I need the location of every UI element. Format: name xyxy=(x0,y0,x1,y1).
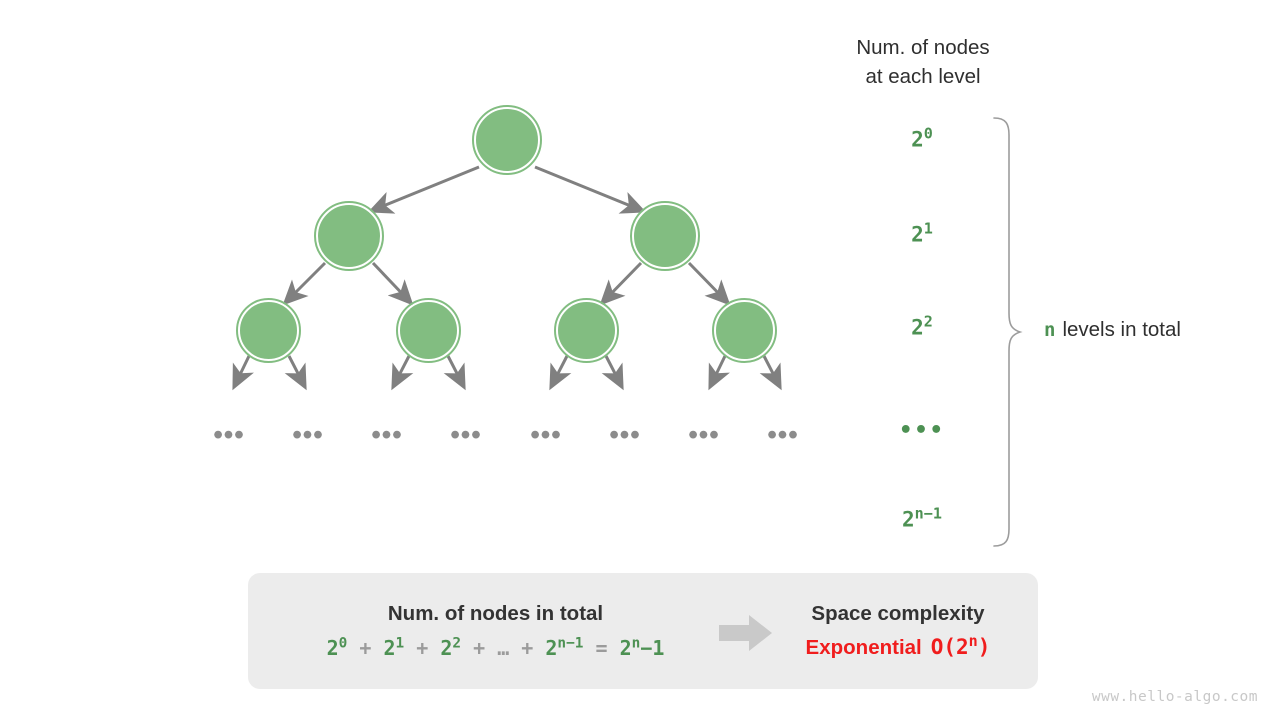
tree-ellipsis-3: ••• xyxy=(450,419,482,450)
tree-node-root[interactable] xyxy=(472,105,542,175)
tree-ellipsis-6: ••• xyxy=(688,419,720,450)
big-o-exp: n xyxy=(968,632,978,650)
level-count-1: 21 xyxy=(822,221,1022,247)
level-count-ellipsis: ••• xyxy=(822,420,1022,442)
tree-node-l1-1[interactable] xyxy=(630,201,700,271)
formula-op-9: = xyxy=(595,635,608,660)
tree-ellipsis-0: ••• xyxy=(213,419,245,450)
formula-op-6: … xyxy=(497,635,510,660)
watermark: www.hello-algo.com xyxy=(1091,689,1258,705)
formula-op-5: + xyxy=(473,635,486,660)
tree-node-l1-0[interactable] xyxy=(314,201,384,271)
column-header-line-2: at each level xyxy=(865,65,981,88)
level-count-ellipsis-glyph: ••• xyxy=(899,418,945,443)
levels-n-symbol: n xyxy=(1044,319,1056,341)
formula-term-10: 2 xyxy=(619,635,632,660)
levels-in-total-annotation: n levels in total xyxy=(1044,316,1181,344)
level-count-0-base: 2 xyxy=(911,127,924,152)
summary-panel: Num. of nodes in total 20 + 21 + 22 + … … xyxy=(248,573,1038,689)
tree-node-l2-3[interactable] xyxy=(712,298,777,363)
formula-term-4: 2 xyxy=(440,635,453,660)
complexity-verdict: Exponential xyxy=(805,636,922,659)
tree-node-l2-2[interactable] xyxy=(554,298,619,363)
level-count-2: 22 xyxy=(822,314,1022,340)
formula-op-3: + xyxy=(416,635,429,660)
space-complexity-value: Exponential O(2n) xyxy=(805,632,991,659)
level-count-0-exp: 0 xyxy=(923,124,933,143)
levels-brace xyxy=(993,117,1023,547)
implies-arrow-icon xyxy=(719,615,772,651)
level-count-1-exp: 1 xyxy=(923,219,933,238)
level-count-2-exp: 2 xyxy=(923,312,933,331)
formula-term-2: 2 xyxy=(383,635,396,660)
formula-term-10-exp: n xyxy=(631,635,641,652)
tree-node-l2-1[interactable] xyxy=(396,298,461,363)
tree-ellipsis-4: ••• xyxy=(530,419,562,450)
formula-term-2-exp: 1 xyxy=(395,635,405,652)
summary-right-section: Space complexity Exponential O(2n) xyxy=(778,573,1018,689)
level-count-last-exp: n−1 xyxy=(914,504,942,523)
total-nodes-title: Num. of nodes in total xyxy=(387,602,604,626)
space-complexity-title: Space complexity xyxy=(811,601,985,625)
level-count-last: 2n−1 xyxy=(822,506,1022,532)
column-header-line-1: Num. of nodes xyxy=(856,36,990,59)
level-count-1-base: 2 xyxy=(911,222,924,247)
formula-term-8: 2 xyxy=(545,635,558,660)
formula-op-7: + xyxy=(521,635,534,660)
tree-ellipsis-2: ••• xyxy=(371,419,403,450)
formula-term-4-exp: 2 xyxy=(452,635,462,652)
summary-left-section: Num. of nodes in total 20 + 21 + 22 + … … xyxy=(268,573,723,689)
tree-ellipsis-7: ••• xyxy=(767,419,799,450)
big-o-close: ) xyxy=(977,635,991,659)
tree-node-l2-0[interactable] xyxy=(236,298,301,363)
level-count-2-base: 2 xyxy=(911,315,924,340)
formula-term-10-suffix: −1 xyxy=(640,635,665,660)
formula-op-1: + xyxy=(359,635,372,660)
formula-term-8-exp: n−1 xyxy=(557,635,584,652)
tree-ellipsis-1: ••• xyxy=(292,419,324,450)
tree-ellipsis-5: ••• xyxy=(609,419,641,450)
level-count-0: 20 xyxy=(822,126,1022,152)
column-header: Num. of nodes at each level xyxy=(800,33,1046,91)
formula-term-0-exp: 0 xyxy=(338,635,348,652)
total-nodes-formula: 20 + 21 + 22 + … + 2n−1 = 2n−1 xyxy=(326,635,665,660)
big-o-base: O(2 xyxy=(930,635,969,659)
formula-term-0: 2 xyxy=(326,635,339,660)
level-count-last-base: 2 xyxy=(902,507,915,532)
complexity-big-o: O(2n) xyxy=(930,632,991,659)
levels-in-total-text: levels in total xyxy=(1062,318,1181,341)
